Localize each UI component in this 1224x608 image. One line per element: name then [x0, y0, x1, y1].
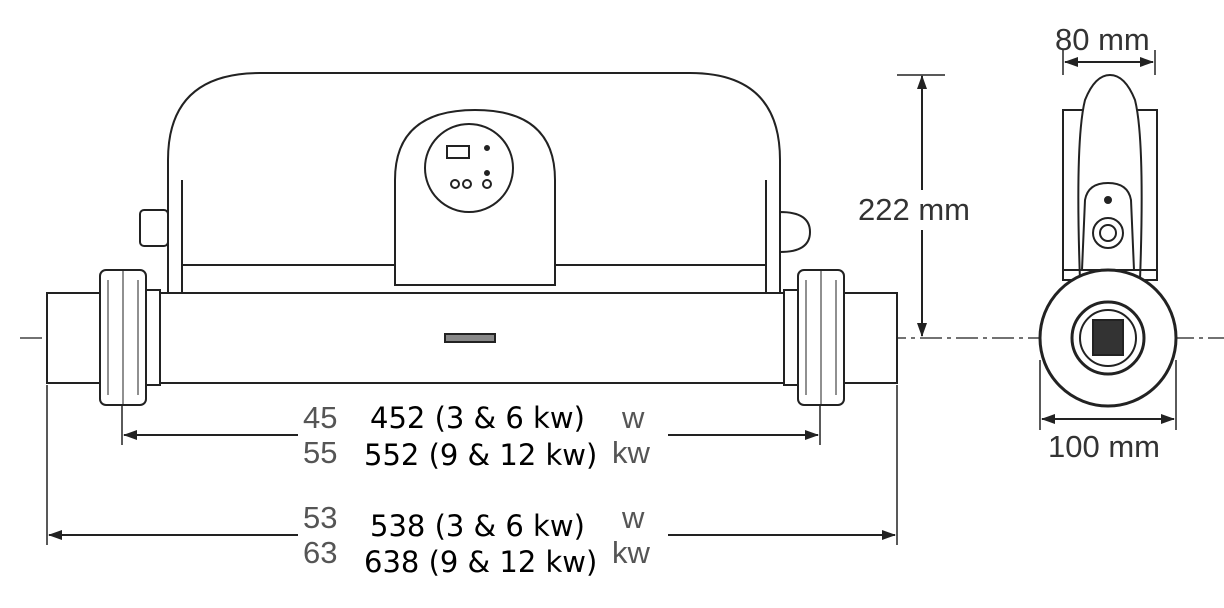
- inner-length-label-2: 552 (9 & 12 kw): [364, 438, 597, 472]
- left-gland: [139, 209, 169, 247]
- ghost-text: w: [621, 400, 645, 435]
- ghost-text: 63: [303, 535, 337, 570]
- front-view: [46, 72, 898, 406]
- right-gland: [779, 210, 812, 254]
- control-dial: [424, 123, 514, 213]
- top-width-label: 80 mm: [1055, 22, 1150, 57]
- ghost-text: w: [621, 500, 645, 535]
- ghost-text: 55: [303, 435, 337, 470]
- ghost-text: 53: [303, 500, 337, 535]
- inner-length-label-1: 452 (3 & 6 kw): [370, 401, 585, 435]
- ghost-text: kw: [612, 535, 651, 570]
- ghost-text: kw: [612, 435, 651, 470]
- bottom-width-label: 100 mm: [1048, 429, 1160, 464]
- ghost-text: 45: [303, 400, 337, 435]
- outer-length-label-2: 638 (9 & 12 kw): [364, 545, 597, 579]
- display-icon: [446, 145, 470, 159]
- outer-length-label-1: 538 (3 & 6 kw): [370, 509, 585, 543]
- height-label: 222 mm: [858, 192, 970, 227]
- side-view: [1038, 73, 1178, 408]
- sensor: [444, 333, 496, 343]
